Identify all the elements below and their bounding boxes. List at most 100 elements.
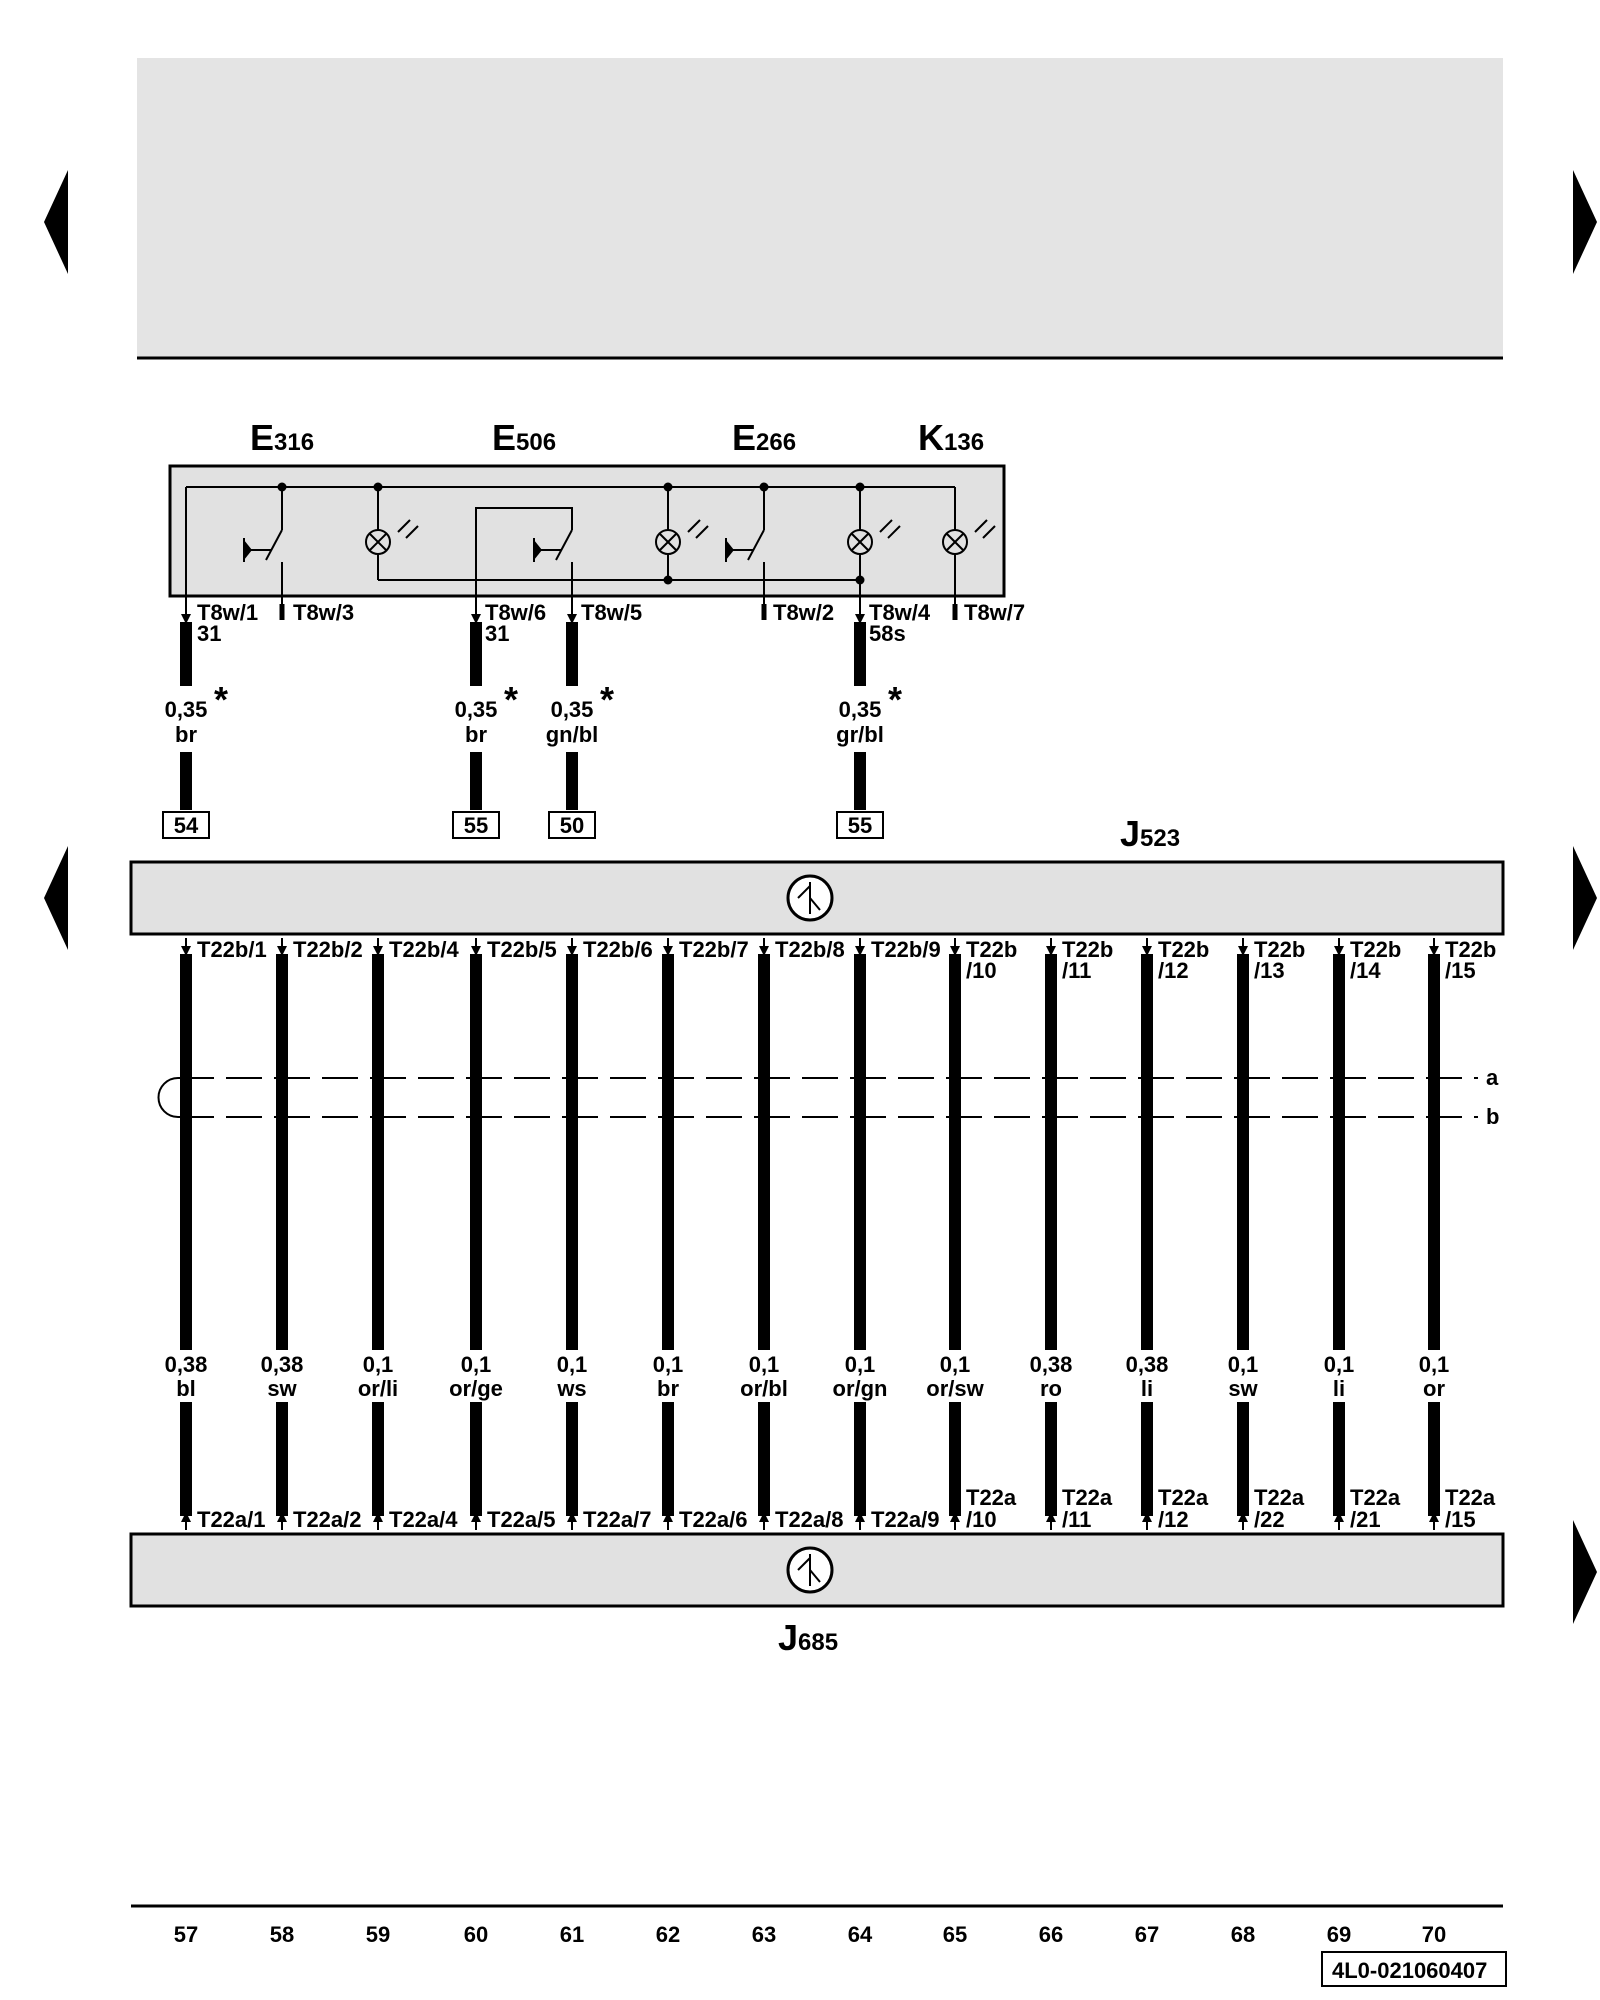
t8w-pins: T8w/1 31 T8w/3 T8w/6 31 T8w/5 T8w/2 T8w/… (197, 600, 1025, 646)
pin-label: T8w/5 (581, 600, 642, 625)
pin-label: T22a/5 (487, 1507, 556, 1532)
wire-color: br (465, 722, 487, 747)
pin-label: T22b/5 (487, 937, 557, 962)
wire-color: or/ge (449, 1376, 503, 1401)
wire-gauge: 0,38 (1126, 1352, 1169, 1377)
pin-label: T22a (1062, 1485, 1113, 1510)
pin-sub-label: /13 (1254, 958, 1285, 983)
pin-arrow-icon (950, 946, 960, 956)
wire-color: or (1423, 1376, 1445, 1401)
pin-arrow-icon (759, 1512, 769, 1522)
reference-number: 55 (848, 813, 872, 838)
wire-color: gr/bl (836, 722, 884, 747)
wire-color: or/gn (833, 1376, 888, 1401)
pin-arrow-icon (1142, 1512, 1152, 1522)
wire-color: br (175, 722, 197, 747)
wire-gauge: 0,38 (165, 1352, 208, 1377)
pin-arrow-icon (1334, 946, 1344, 956)
pin-label: T22a/9 (871, 1507, 940, 1532)
pin-label: T22b (966, 937, 1017, 962)
wire-color: li (1333, 1376, 1345, 1401)
diagram-id-box (1321, 1951, 1507, 1987)
pin-arrow-icon (855, 614, 865, 624)
pin-sub-label: /15 (1445, 1507, 1476, 1532)
header-panel (137, 58, 1503, 358)
wire-gauge: 0,1 (461, 1352, 492, 1377)
pin-arrow-icon (1429, 946, 1439, 956)
pin-label: T22b (1254, 937, 1305, 962)
wire-gauge: 0,1 (749, 1352, 780, 1377)
wire-note-star: * (888, 679, 902, 720)
pin-label: T22a (1350, 1485, 1401, 1510)
wire-color: br (657, 1376, 679, 1401)
pin-arrow-icon (1334, 1512, 1344, 1522)
pin-label: T22a (1445, 1485, 1496, 1510)
component-label-j685: J685 (778, 1617, 838, 1658)
top-wires: 0,35*br540,35*br550,35*gn/bl500,35*gr/bl… (162, 604, 958, 839)
pin-label: T22b/9 (871, 937, 941, 962)
pin-arrow-icon (950, 1512, 960, 1522)
wire-gauge: 0,1 (1419, 1352, 1450, 1377)
pin-arrow-icon (181, 1512, 191, 1522)
pin-sub-label: /10 (966, 958, 997, 983)
nav-arrow-right-bottom[interactable] (1573, 1520, 1597, 1624)
pin-label: T8w/3 (293, 600, 354, 625)
nav-arrow-left-top[interactable] (44, 170, 68, 274)
bus-lines: a b (157, 1065, 1499, 1129)
pin-arrow-icon (567, 614, 577, 624)
pin-arrow-icon (277, 946, 287, 956)
pin-label: T22a/8 (775, 1507, 844, 1532)
wire-gauge: 0,1 (1324, 1352, 1355, 1377)
pin-sub-label: /21 (1350, 1507, 1381, 1532)
pin-arrow-icon (1429, 1512, 1439, 1522)
wire-gauge: 0,35 (165, 697, 208, 722)
pin-sub-label: /11 (1062, 958, 1091, 983)
reference-box (836, 811, 884, 839)
wire-color: bl (176, 1376, 196, 1401)
pin-arrow-icon (855, 946, 865, 956)
pin-arrow-icon (759, 946, 769, 956)
column-number: 63 (752, 1922, 776, 1947)
wire-gauge: 0,1 (557, 1352, 588, 1377)
nav-arrow-right-top[interactable] (1573, 170, 1597, 274)
reference-number: 55 (464, 813, 488, 838)
bus-symbol-icon (786, 874, 834, 922)
pin-label: T8w/1 (197, 600, 258, 625)
pin-label: T22a (1158, 1485, 1209, 1510)
pin-label: T22b (1158, 937, 1209, 962)
pin-arrow-icon (1238, 1512, 1248, 1522)
reference-box (162, 811, 210, 839)
column-number: 70 (1422, 1922, 1446, 1947)
wire-color: gn/bl (546, 722, 599, 747)
pin-arrow-icon (1046, 1512, 1056, 1522)
column-number: 57 (174, 1922, 198, 1947)
nav-arrow-left-mid[interactable] (44, 846, 68, 950)
pin-label: T22b (1062, 937, 1113, 962)
component-label-e266: E266 (732, 417, 796, 458)
wire-gauge: 0,1 (653, 1352, 684, 1377)
pin-sub-label: /14 (1350, 958, 1381, 983)
pin-label: T22b/8 (775, 937, 845, 962)
pin-sub-label: 58s (869, 621, 906, 646)
diagram-id: 4L0-021060407 (1332, 1958, 1487, 1983)
wire-color: ro (1040, 1376, 1062, 1401)
pin-arrow-icon (567, 946, 577, 956)
pin-label: T8w/2 (773, 600, 834, 625)
column-number: 69 (1327, 1922, 1351, 1947)
pin-arrow-icon (471, 946, 481, 956)
column-number: 64 (848, 1922, 873, 1947)
column-number: 61 (560, 1922, 584, 1947)
column-number: 60 (464, 1922, 488, 1947)
pin-sub-label: 31 (197, 621, 221, 646)
component-label-k136: K136 (918, 417, 984, 458)
pin-label: T22a/1 (197, 1507, 266, 1532)
component-label-j523: J523 (1120, 813, 1180, 854)
wire-gauge: 0,1 (363, 1352, 394, 1377)
pin-arrow-icon (181, 946, 191, 956)
nav-arrow-right-mid[interactable] (1573, 846, 1597, 950)
component-label-e506: E506 (492, 417, 556, 458)
bus-label-b: b (1486, 1104, 1499, 1129)
